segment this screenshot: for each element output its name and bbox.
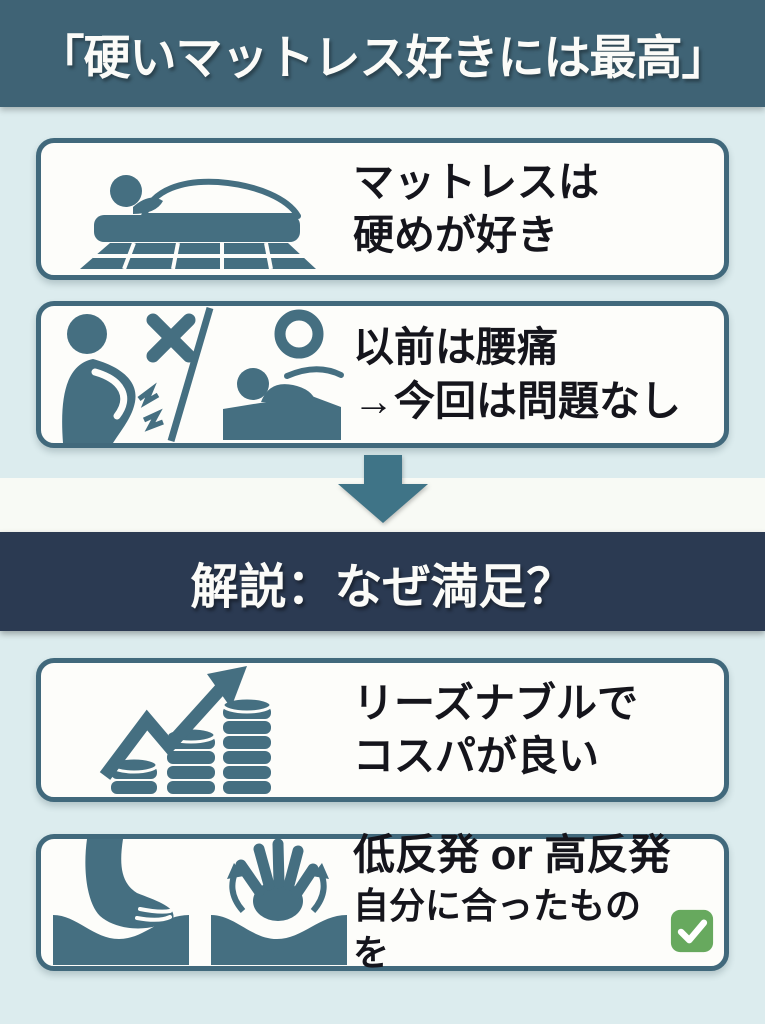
back-pain-vs-no-pain-icon <box>41 306 353 443</box>
down-arrow-icon <box>338 455 428 523</box>
card-text: 以前は腰痛 →今回は問題なし <box>353 321 724 428</box>
section-title: 解説：なぜ満足？ <box>190 560 575 614</box>
card-line: 硬めが好き <box>353 212 558 258</box>
card-line: →今回は問題なし <box>353 377 681 424</box>
page-title: 「硬いマットレス好きには最高」 <box>37 31 729 84</box>
low-vs-high-resilience-icon <box>41 838 353 966</box>
header-banner: 「硬いマットレス好きには最高」 <box>0 0 765 107</box>
section-divider: 解説：なぜ満足？ <box>0 532 765 631</box>
card-line: リーズナブルで <box>353 679 638 726</box>
card-firm-preference: マットレスは 硬めが好き <box>36 138 729 280</box>
card-resilience-choice: 低反発 or 高反発 自分に合ったものを <box>36 831 729 973</box>
card-line: コスパが良い <box>353 733 599 779</box>
card-line-with-check: 自分に合ったものを <box>353 883 714 977</box>
card-text: リーズナブルで コスパが良い <box>353 677 724 784</box>
card-cost-performance: リーズナブルで コスパが良い <box>36 658 729 802</box>
card-line: マットレスは <box>353 158 599 205</box>
rising-coin-stacks-icon <box>41 663 353 797</box>
check-icon <box>670 909 714 952</box>
card-text: マットレスは 硬めが好き <box>353 156 724 263</box>
card-line: 低反発 or 高反発 <box>353 831 671 879</box>
card-line: 以前は腰痛 <box>353 324 558 371</box>
card-text: 低反発 or 高反発 自分に合ったものを <box>353 828 724 976</box>
sleeping-on-firm-mattress-icon <box>41 143 353 275</box>
card-line: 自分に合ったものを <box>353 885 642 973</box>
card-back-pain-history: 以前は腰痛 →今回は問題なし <box>36 301 729 448</box>
